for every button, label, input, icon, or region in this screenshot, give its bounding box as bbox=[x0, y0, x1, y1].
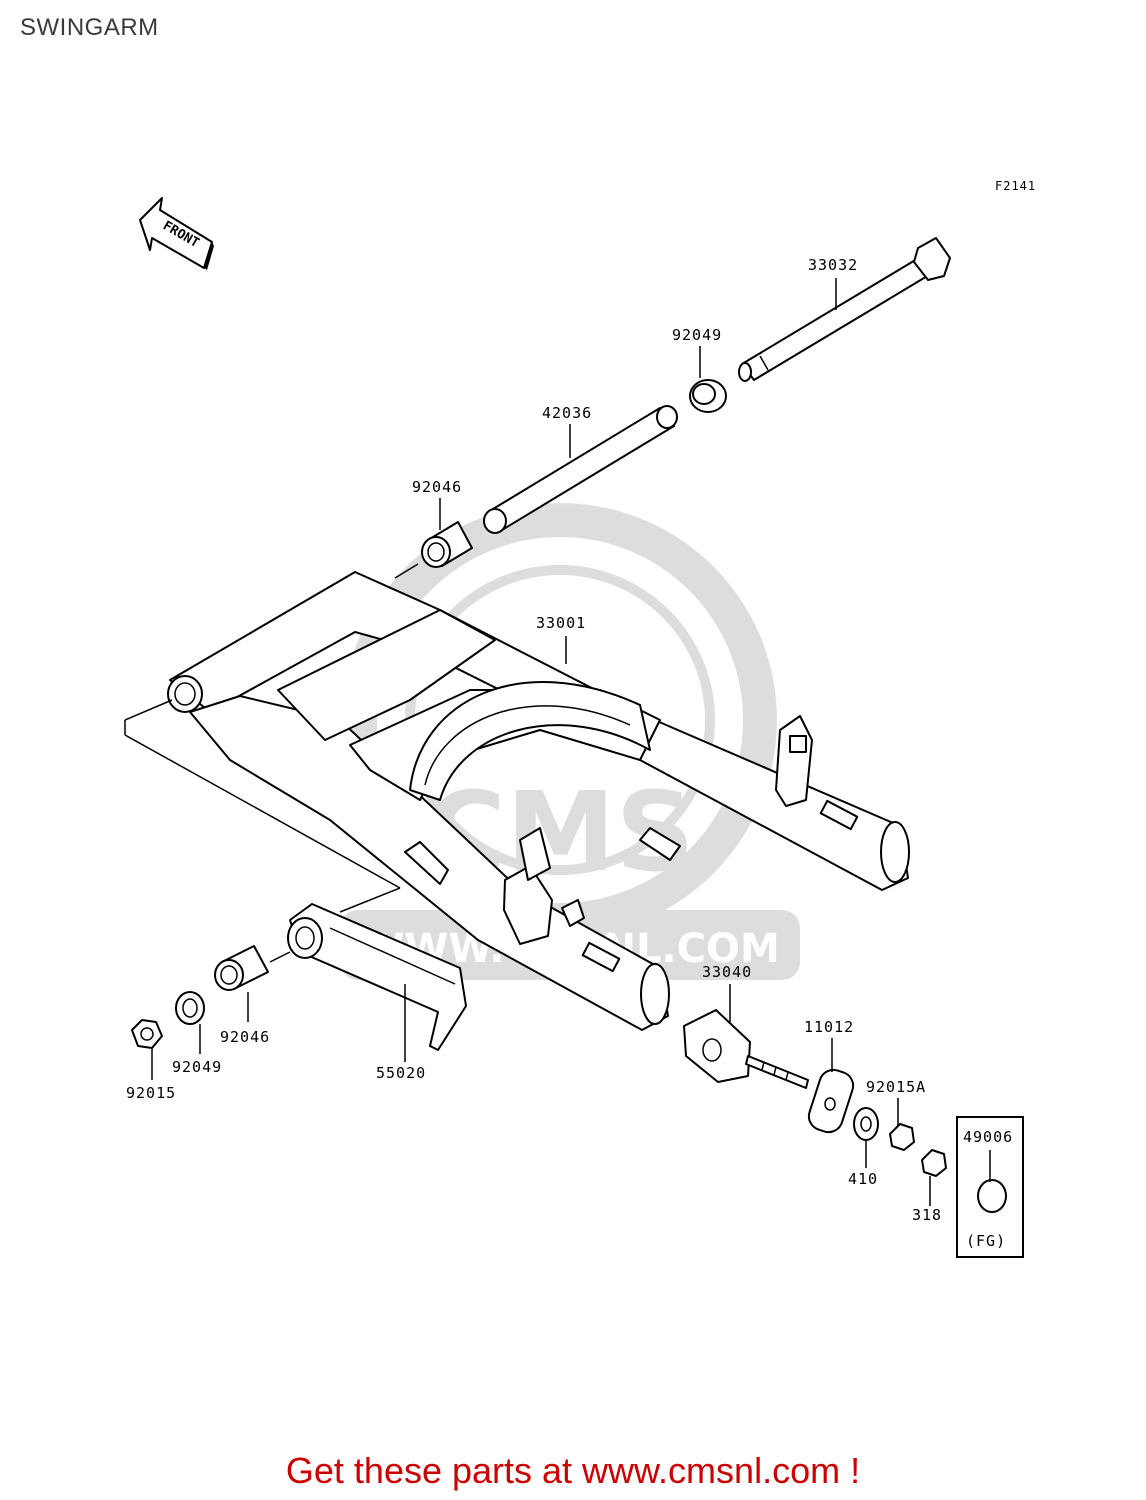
part-label-42036: 42036 bbox=[542, 404, 592, 422]
part-label-33040: 33040 bbox=[702, 963, 752, 981]
pivot-shaft-33032 bbox=[738, 237, 951, 382]
cap-49006-box bbox=[956, 1116, 1024, 1258]
sleeve-42036 bbox=[483, 405, 678, 534]
footer-promo-link[interactable]: Get these parts at www.cmsnl.com ! bbox=[285, 1450, 861, 1491]
part-label-92015a: 92015A bbox=[866, 1078, 926, 1096]
front-arrow-icon: FRONT bbox=[139, 197, 214, 270]
part-label-49006-note: (FG) bbox=[966, 1232, 1006, 1250]
figure-code: F2141 bbox=[995, 179, 1036, 193]
nut-92015 bbox=[131, 1019, 163, 1080]
part-label-33001: 33001 bbox=[536, 614, 586, 632]
part-label-33032: 33032 bbox=[808, 256, 858, 274]
washer-410 bbox=[853, 1107, 879, 1168]
part-label-92046-upper: 92046 bbox=[412, 478, 462, 496]
part-label-92049-upper: 92049 bbox=[672, 326, 722, 344]
part-label-92046-lower: 92046 bbox=[220, 1028, 270, 1046]
page-title: SWINGARM bbox=[20, 14, 159, 41]
chain-guard-55020 bbox=[287, 903, 467, 1062]
part-label-11012: 11012 bbox=[804, 1018, 854, 1036]
part-label-55020: 55020 bbox=[376, 1064, 426, 1082]
chain-adjuster-33040 bbox=[683, 984, 809, 1089]
needle-bearing-92046-lower bbox=[214, 945, 291, 1022]
nut-92015a bbox=[889, 1098, 915, 1151]
part-label-318: 318 bbox=[912, 1206, 942, 1224]
part-label-92015: 92015 bbox=[126, 1084, 176, 1102]
nut-318 bbox=[921, 1149, 947, 1206]
part-label-49006: 49006 bbox=[963, 1128, 1013, 1146]
collar-92049-lower bbox=[175, 991, 205, 1054]
collar-92049-upper bbox=[689, 346, 727, 413]
part-label-92049-lower: 92049 bbox=[172, 1058, 222, 1076]
needle-bearing-92046-upper bbox=[394, 498, 473, 579]
swingarm-33001 bbox=[124, 571, 910, 1031]
plate-11012 bbox=[807, 1038, 855, 1134]
part-label-410: 410 bbox=[848, 1170, 878, 1188]
